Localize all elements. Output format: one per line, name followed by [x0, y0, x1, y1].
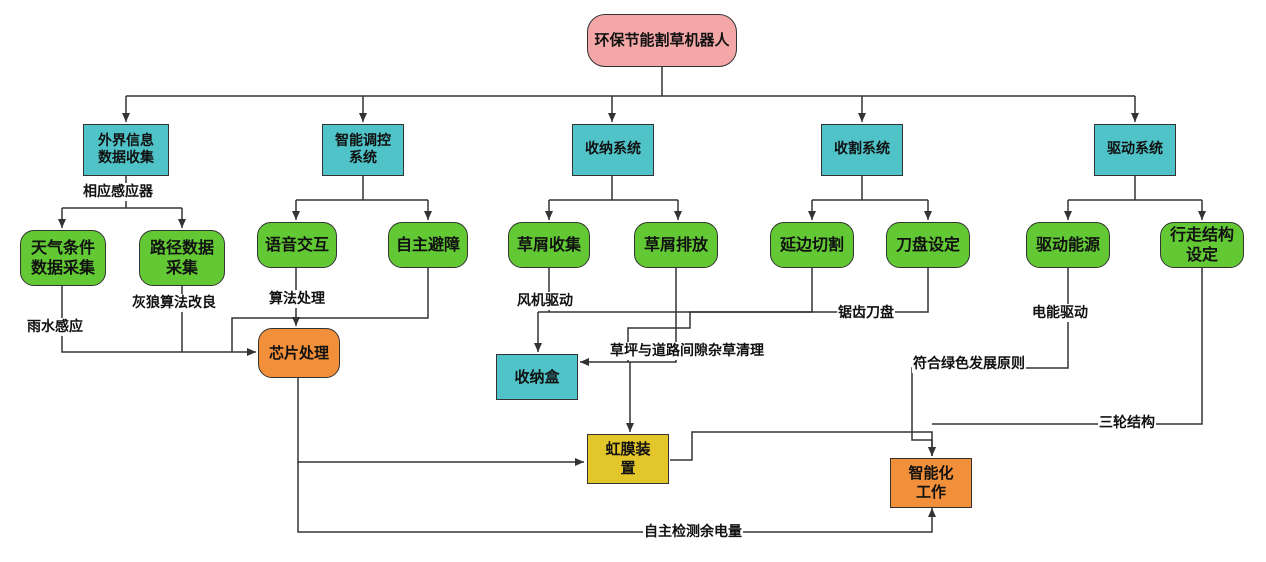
node-chip: 芯片处理: [258, 328, 340, 378]
node-voice: 语音交互: [257, 222, 337, 268]
label-saw: 锯齿刀盘: [837, 304, 895, 322]
label-rain: 雨水感应: [26, 318, 84, 336]
node-walk: 行走结构 设定: [1160, 222, 1244, 268]
node-discharge: 草屑排放: [634, 222, 718, 268]
edge-storage-split: [549, 176, 678, 201]
label-sensor: 相应感应器: [82, 183, 154, 201]
edge-power-smart: [911, 268, 1069, 456]
node-edge-cut: 延边切割: [770, 222, 854, 268]
edge-avoid-chip: [231, 268, 429, 352]
edge-root-bus: [126, 67, 1135, 97]
edge-weather-chip: [61, 286, 256, 356]
label-wolf: 灰狼算法改良: [131, 294, 217, 312]
node-collect: 草屑收集: [508, 222, 590, 268]
node-box: 收纳盒: [496, 354, 578, 400]
edge-walk-smart: [932, 268, 1203, 425]
edge-collect-box: [538, 268, 813, 313]
category-drive: 驱动系统: [1094, 124, 1176, 176]
category-cutting: 收割系统: [821, 124, 903, 176]
edge-rainbow-smart: [670, 431, 936, 461]
edge-chip-battery: [297, 462, 936, 533]
node-weather: 天气条件 数据采集: [20, 230, 106, 286]
label-fan: 风机驱动: [516, 292, 574, 310]
node-smart: 智能化 工作: [890, 458, 972, 508]
node-path: 路径数据 采集: [139, 230, 225, 286]
edge-control-split: [296, 176, 428, 201]
node-avoid: 自主避障: [388, 222, 468, 268]
node-power: 驱动能源: [1026, 222, 1110, 268]
label-algo: 算法处理: [268, 290, 326, 308]
category-control: 智能调控 系统: [322, 124, 404, 176]
edge-discharge-box: [580, 268, 677, 366]
category-external: 外界信息 数据收集: [83, 124, 169, 176]
label-green-dev: 符合绿色发展原则: [912, 355, 1026, 373]
node-rainbow: 虹膜装 置: [587, 434, 669, 484]
node-blade: 刀盘设定: [886, 222, 970, 268]
edge-drive-split: [1068, 176, 1202, 201]
label-three-wheel: 三轮结构: [1098, 414, 1156, 432]
edge-cutting-split: [812, 176, 928, 201]
label-gap: 草坪与道路间隙杂草清理: [609, 342, 765, 360]
root-node: 环保节能割草机器人: [587, 14, 737, 67]
label-battery: 自主检测余电量: [643, 523, 743, 541]
category-storage: 收纳系统: [572, 124, 654, 176]
edge-blade-gap: [627, 268, 929, 362]
label-electric: 电能驱动: [1031, 304, 1089, 322]
